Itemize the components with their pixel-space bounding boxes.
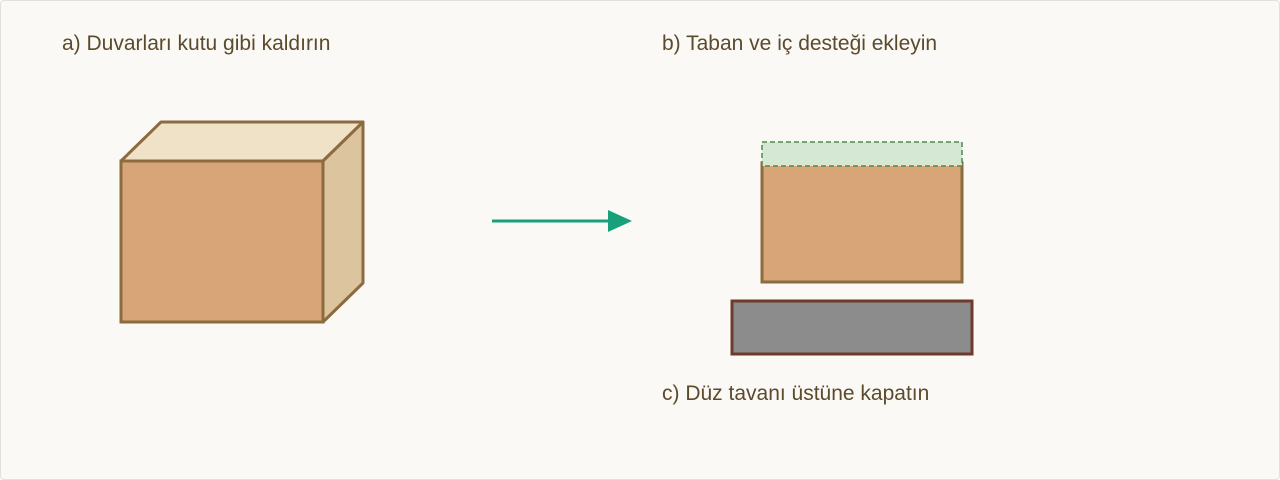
- arrow-head: [608, 210, 632, 232]
- wall-box: [760, 161, 964, 284]
- inner-support: [761, 141, 963, 167]
- step-a-label: a) Duvarları kutu gibi kaldırın: [62, 32, 331, 55]
- base-slab: [730, 299, 974, 356]
- box-top-face: [119, 120, 365, 163]
- box-3d: [119, 120, 365, 324]
- assembled-structure: [730, 141, 974, 356]
- box-front-face: [119, 159, 325, 324]
- step-c-label: c) Düz tavanı üstüne kapatın: [662, 382, 930, 405]
- arrow: [492, 210, 632, 232]
- step-b-label: b) Taban ve iç desteği ekleyin: [662, 32, 938, 55]
